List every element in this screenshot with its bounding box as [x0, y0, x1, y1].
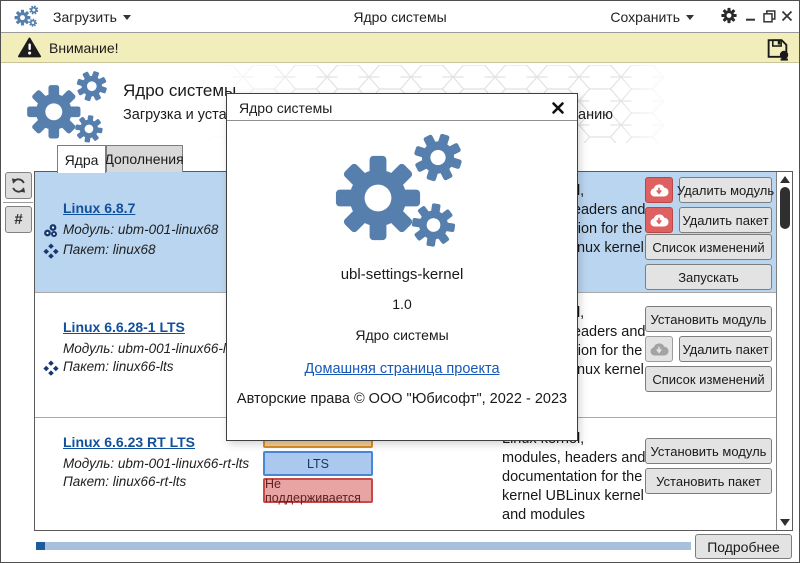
warning-bar: Внимание!	[1, 33, 799, 63]
minimize-button[interactable]	[743, 8, 759, 24]
cloud-download-icon	[650, 183, 669, 197]
package-icon-slot	[43, 243, 59, 259]
modules-icon	[44, 224, 57, 237]
action-button[interactable]: Удалить пакет	[679, 336, 772, 362]
about-dialog: Ядро системы ubl-settings-kernel 1.0 Ядр…	[226, 93, 578, 441]
arrow-up-icon[interactable]	[779, 176, 790, 183]
kernel-package-line: Пакет: linux68	[63, 242, 156, 257]
details-button[interactable]: Подробнее	[695, 534, 792, 559]
save-menu-label: Сохранить	[610, 8, 680, 25]
kernel-title-link[interactable]: Linux 6.8.7	[63, 200, 136, 216]
dialog-copyright: Авторские права © ООО "Юбисофт", 2022 - …	[236, 391, 568, 407]
cloud-download-gray-button[interactable]	[645, 336, 673, 362]
kernel-title-link[interactable]: Linux 6.6.23 RT LTS	[63, 434, 195, 450]
caret-down-icon	[686, 15, 694, 20]
dialog-description: Ядро системы	[355, 327, 449, 343]
save-config-button[interactable]	[765, 36, 791, 66]
action-button[interactable]: Установить модуль	[645, 306, 772, 332]
kernel-description: Linux kernel, modules, headers and docum…	[502, 431, 646, 523]
maximize-button[interactable]	[761, 8, 777, 24]
package-icon	[43, 243, 59, 259]
cloud-download-icon	[650, 213, 669, 227]
header-subtitle-left: Загрузка и уста	[123, 107, 227, 123]
kernel-module-line: Модуль: ubm-001-linux68	[63, 222, 219, 237]
action-button[interactable]: Запускать	[645, 264, 772, 290]
action-button[interactable]: Установить модуль	[645, 438, 772, 464]
side-separator	[3, 202, 33, 203]
package-icon-slot	[43, 360, 59, 376]
action-button[interactable]: Установить пакет	[645, 468, 772, 494]
homepage-link[interactable]: Домашняя страница проекта	[304, 361, 500, 377]
progress-bar	[36, 542, 691, 550]
save-menu-button[interactable]: Сохранить	[610, 1, 694, 32]
header-title: Ядро системы	[123, 81, 237, 100]
dialog-version: 1.0	[392, 296, 412, 312]
cloud-download-red-button[interactable]	[645, 177, 673, 203]
load-menu-button[interactable]: Загрузить	[53, 1, 131, 32]
tab-addons-label: Дополнения	[104, 151, 184, 167]
gear-icon	[721, 7, 737, 23]
dialog-separator	[227, 120, 577, 121]
tab-kernels-label: Ядра	[64, 151, 99, 168]
close-button[interactable]	[779, 8, 795, 24]
hash-icon: #	[14, 211, 23, 228]
header-subtitle-right: анию	[578, 107, 614, 123]
warning-label: Внимание!	[49, 39, 119, 56]
arrow-down-icon[interactable]	[779, 519, 790, 526]
kernel-package-line: Пакет: linux66-lts	[63, 359, 174, 374]
window-title: Ядро системы	[353, 8, 447, 25]
scrollbar[interactable]	[776, 172, 792, 530]
scrollbar-thumb[interactable]	[779, 187, 790, 229]
status-badge-unsupported: Не поддерживается	[263, 477, 373, 505]
package-icon	[43, 360, 59, 376]
floppy-save-icon	[767, 39, 789, 61]
action-button[interactable]: Удалить модуль	[677, 177, 774, 203]
close-icon	[781, 10, 793, 22]
caret-down-icon	[122, 15, 131, 20]
refresh-icon	[11, 178, 26, 193]
kernel-package-line: Пакет: linux66-rt-lts	[63, 474, 187, 489]
action-button[interactable]: Удалить пакет	[679, 207, 772, 233]
dialog-homepage-row: Домашняя страница проекта	[227, 360, 577, 378]
minimize-icon	[746, 18, 755, 21]
tab-addons[interactable]: Дополнения	[104, 145, 184, 172]
cloud-download-red-button[interactable]	[645, 207, 673, 233]
status-badge-lts: LTS	[263, 451, 373, 476]
settings-gear-button[interactable]	[721, 7, 737, 23]
cloud-download-icon	[650, 342, 669, 356]
kernel-module-line: Модуль: ubm-001-linux66-lts	[63, 341, 237, 356]
progress-value	[36, 542, 45, 550]
dialog-title: Ядро системы	[239, 100, 333, 116]
hash-numbering-button[interactable]: #	[5, 206, 32, 233]
header-gears-logo	[25, 70, 113, 146]
tab-kernels[interactable]: Ядра	[57, 145, 106, 173]
kernel-title-link[interactable]: Linux 6.6.28-1 LTS	[63, 319, 185, 335]
load-menu-label: Загрузить	[53, 8, 117, 25]
kernel-module-line: Модуль: ubm-001-linux66-rt-lts	[63, 456, 250, 471]
module-icon-slot	[43, 223, 59, 239]
dialog-app-name: ubl-settings-kernel	[340, 266, 464, 283]
action-button[interactable]: Список изменений	[645, 366, 772, 392]
dialog-close-button[interactable]	[549, 99, 567, 117]
close-icon	[552, 102, 564, 114]
warning-triangle-icon	[18, 37, 41, 58]
refresh-button[interactable]	[5, 172, 32, 199]
dialog-gears-logo	[333, 132, 471, 252]
restore-icon	[762, 9, 776, 23]
action-button[interactable]: Список изменений	[645, 234, 772, 260]
titlebar: Загрузить Ядро системы Сохранить	[1, 1, 799, 33]
